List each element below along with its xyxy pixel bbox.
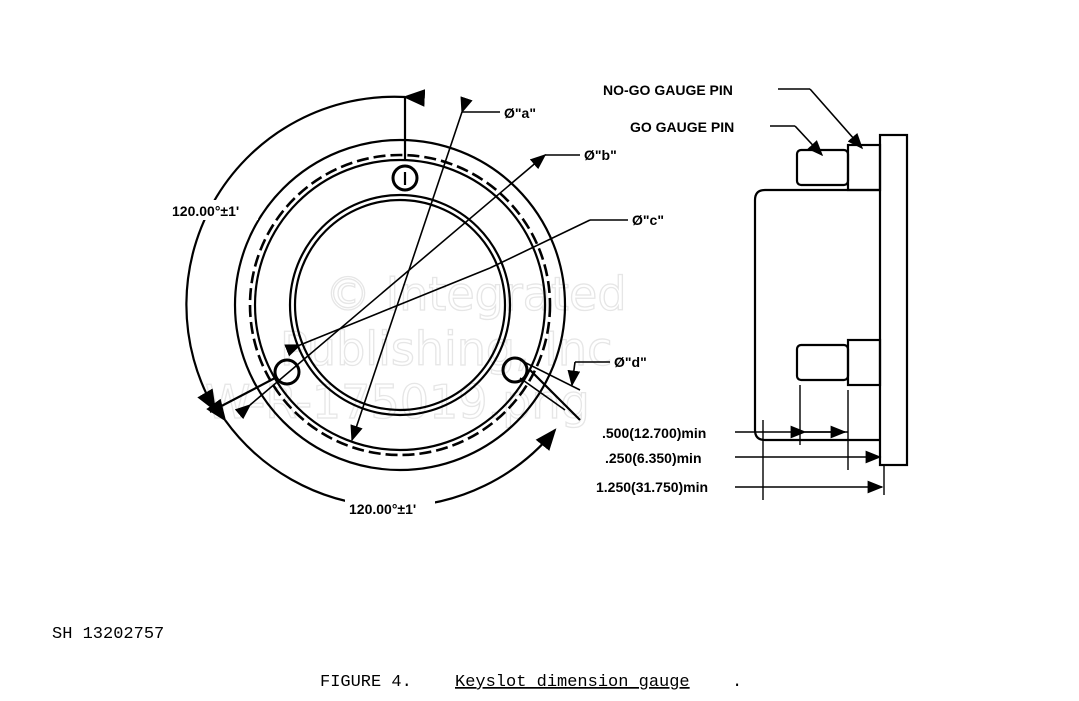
gauge-body: [753, 188, 880, 442]
figure-caption-period: .: [732, 673, 742, 692]
svg-text:© Integrated: © Integrated: [325, 267, 627, 321]
dia-a-label: Ø"a": [504, 105, 536, 121]
go-pin-label: GO GAUGE PIN: [630, 119, 734, 135]
dim-250-label: .250(6.350)min: [605, 450, 702, 466]
go-pin-lower: [795, 343, 850, 382]
dia-d-label: Ø"d": [614, 354, 647, 370]
sheet-id: SH 13202757: [52, 625, 164, 644]
dia-b-label: Ø"b": [584, 147, 617, 163]
figure-number: FIGURE 4.: [320, 673, 412, 692]
dim-500-label: .500(12.700)min: [602, 425, 706, 441]
front-view-labels: Ø"a" Ø"b" Ø"c" Ø"d" 120.00°±1' 120.00°±1…: [168, 105, 664, 518]
front-view: [185, 89, 628, 508]
nogo-pin-upper: [846, 143, 882, 192]
figure-caption: Keyslot dimension gauge: [455, 673, 690, 692]
side-view-labels: NO-GO GAUGE PIN GO GAUGE PIN .500(12.700…: [596, 82, 734, 495]
svg-text:W-R-175019.png: W-R-175019.png: [205, 375, 590, 429]
angle-top-label: 120.00°±1': [172, 203, 239, 219]
gauge-flange: [878, 133, 909, 467]
side-view: [735, 88, 909, 500]
dim-1250-label: 1.250(31.750)min: [596, 479, 708, 495]
angle-arc-top: [185, 89, 426, 412]
dia-c-label: Ø"c": [632, 212, 664, 228]
nogo-pin-lower: [846, 338, 882, 387]
go-pin-upper: [795, 148, 850, 187]
nogo-pin-label: NO-GO GAUGE PIN: [603, 82, 733, 98]
angle-bottom-label: 120.00°±1': [349, 501, 416, 517]
